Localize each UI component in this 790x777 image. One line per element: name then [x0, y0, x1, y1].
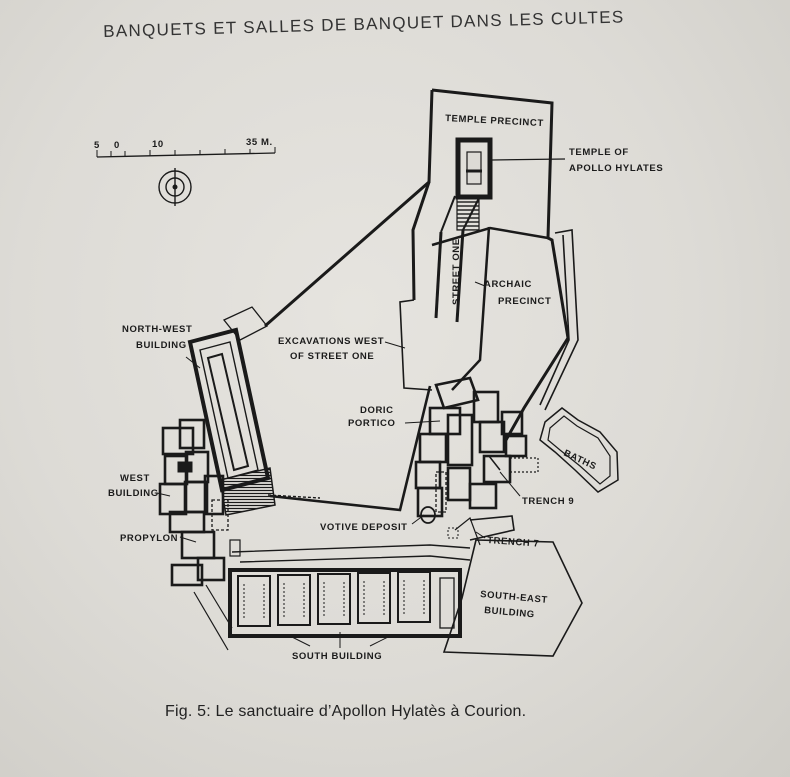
figure-caption: Fig. 5: Le sanctuaire d’Apollon Hylatès … — [165, 703, 527, 720]
scale-tick-10: 10 — [152, 139, 164, 150]
label-temple-precinct: TEMPLE PRECINCT — [445, 113, 544, 129]
west-building — [158, 418, 229, 587]
label-votive-deposit: VOTIVE DEPOSIT — [320, 522, 408, 533]
south-building — [228, 568, 462, 638]
label-west: WEST — [120, 473, 150, 484]
label-se-building: BUILDING — [484, 605, 535, 620]
label-street-one: STREET ONE — [451, 238, 462, 305]
scale-tick-0: 0 — [114, 140, 120, 151]
label-w-building: BUILDING — [108, 488, 159, 499]
label-trench-7: TRENCH 7 — [487, 535, 540, 550]
label-doric: DORIC — [360, 405, 394, 416]
label-south-building: SOUTH BUILDING — [292, 651, 382, 662]
leader-lines — [156, 281, 521, 648]
label-excavations-west: EXCAVATIONS WEST — [278, 336, 384, 347]
baths — [539, 407, 619, 493]
label-of-street-one: OF STREET ONE — [290, 351, 374, 362]
label-apollo-hylates: APOLLO HYLATES — [569, 163, 663, 174]
label-south-east: SOUTH-EAST — [480, 589, 548, 606]
temple-of-apollo — [455, 137, 566, 231]
scale-tick-5: 5 — [94, 140, 100, 151]
small-structure — [222, 306, 268, 341]
label-temple-of: TEMPLE OF — [569, 147, 629, 158]
label-archaic: ARCHAIC — [484, 279, 532, 290]
street-one — [434, 195, 481, 323]
label-north-west: NORTH-WEST — [122, 324, 192, 335]
label-propylon: PROPYLON — [120, 533, 178, 544]
doric-portico — [414, 376, 528, 524]
scale-tick-35m: 35 M. — [246, 137, 273, 148]
label-portico: PORTICO — [348, 418, 395, 429]
label-trench-9: TRENCH 9 — [522, 496, 574, 507]
scale-bar: 5 0 10 35 M. — [94, 137, 276, 158]
label-baths: BATHS — [562, 448, 598, 473]
label-nw-building: BUILDING — [136, 340, 187, 351]
label-precinct: PRECINCT — [498, 296, 551, 307]
north-arrow-icon — [158, 168, 192, 206]
